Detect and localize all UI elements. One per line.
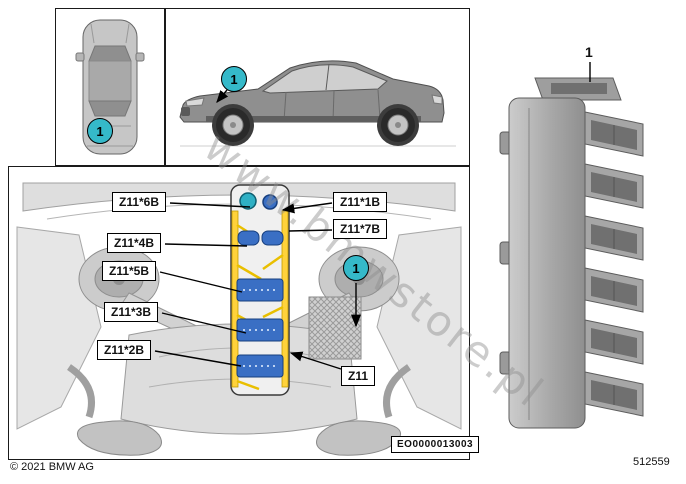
label-z11: Z11 — [341, 366, 376, 386]
car-side-view-illustration — [179, 60, 456, 147]
part-item-number: 1 — [585, 44, 593, 60]
drawing-code: EO0000013003 — [391, 436, 480, 453]
label-z11-4b: Z11*4B — [107, 233, 162, 253]
supply-module-illustration — [499, 77, 644, 429]
panel-engine-bay — [8, 166, 470, 460]
image-number: 512559 — [633, 456, 670, 468]
label-z11-6b: Z11*6B — [112, 192, 167, 212]
callout-side-view: 1 — [221, 66, 247, 92]
supply-module-in-bay — [230, 184, 290, 396]
panel-car-top-view — [55, 8, 165, 166]
label-z11-7b: Z11*7B — [333, 219, 388, 239]
label-z11-5b: Z11*5B — [102, 261, 157, 281]
panel-car-side-view — [165, 8, 470, 166]
callout-top-view: 1 — [87, 118, 113, 144]
label-z11-1b: Z11*1B — [333, 192, 388, 212]
car-top-view-illustration — [75, 19, 145, 155]
engine-bay-illustration — [9, 167, 469, 459]
callout-engine: 1 — [343, 255, 369, 281]
label-z11-2b: Z11*2B — [97, 340, 152, 360]
copyright-text: © 2021 BMW AG — [10, 461, 94, 473]
label-z11-3b: Z11*3B — [104, 302, 159, 322]
